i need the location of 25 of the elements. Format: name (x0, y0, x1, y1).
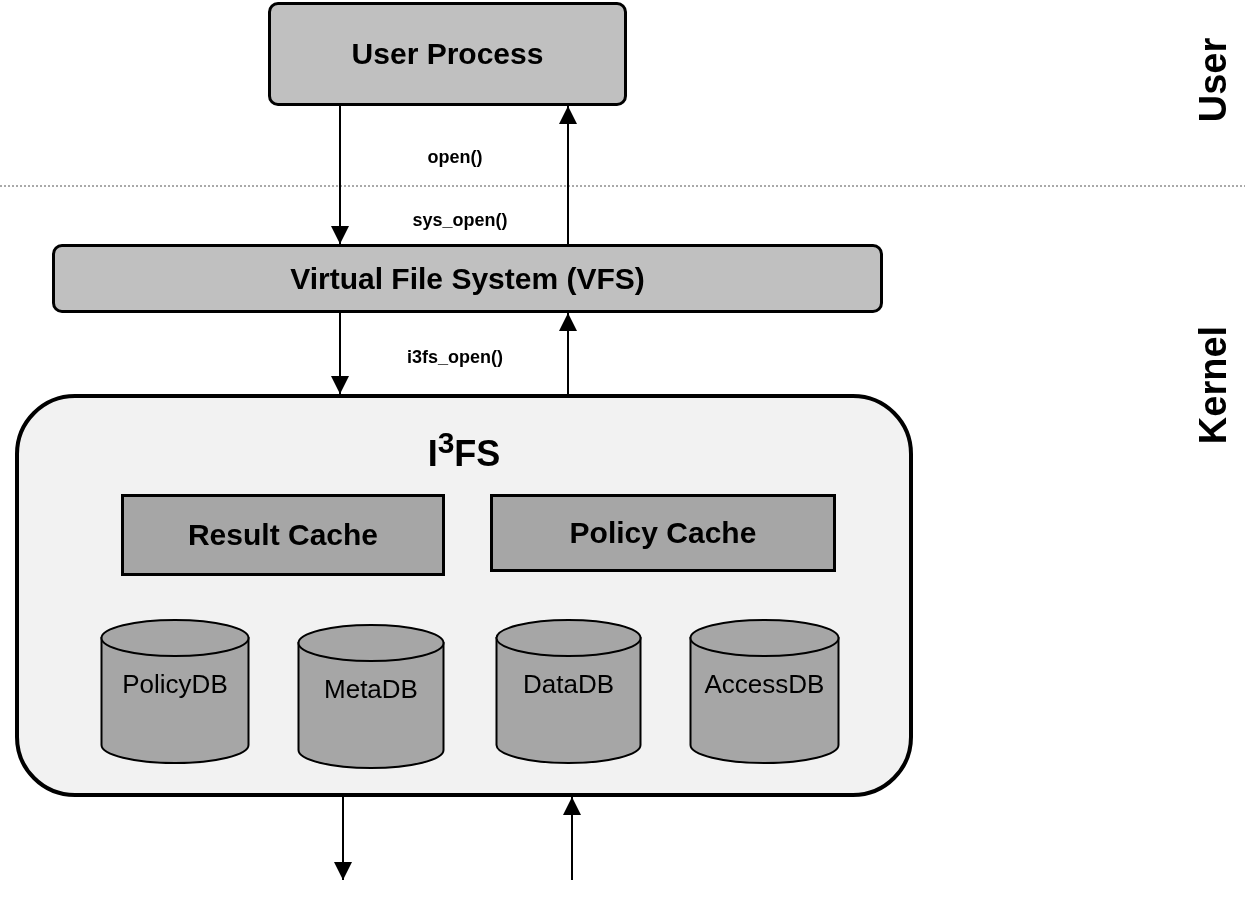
module-container (15, 394, 913, 797)
arrow (563, 796, 581, 881)
arrow (331, 105, 349, 245)
box-title: Result Cache (187, 518, 379, 552)
database-label: PolicyDB (122, 669, 228, 700)
box-title: I$^{3}$FS (427, 426, 501, 475)
database-label: AccessDB (704, 669, 825, 700)
arrow (559, 105, 577, 245)
layer-box (52, 244, 883, 313)
function-call-label: sys_open() (412, 209, 508, 231)
arrow (334, 796, 352, 881)
box-title: User Process (351, 37, 544, 71)
layer-label: Kernel (1191, 325, 1235, 445)
function-call-label: open() (427, 146, 483, 168)
process-box (268, 2, 627, 106)
database-label: MetaDB (324, 674, 418, 705)
cache-box (490, 494, 836, 572)
box-title: Policy Cache (569, 516, 757, 550)
cache-box (121, 494, 445, 576)
function-call-label: i3fs_open() (407, 346, 503, 368)
box-title: Virtual File System (VFS) (290, 261, 645, 296)
arrow (331, 312, 349, 395)
arrow (559, 312, 577, 395)
database-label: DataDB (522, 669, 614, 700)
layer-label: User (1191, 37, 1235, 123)
